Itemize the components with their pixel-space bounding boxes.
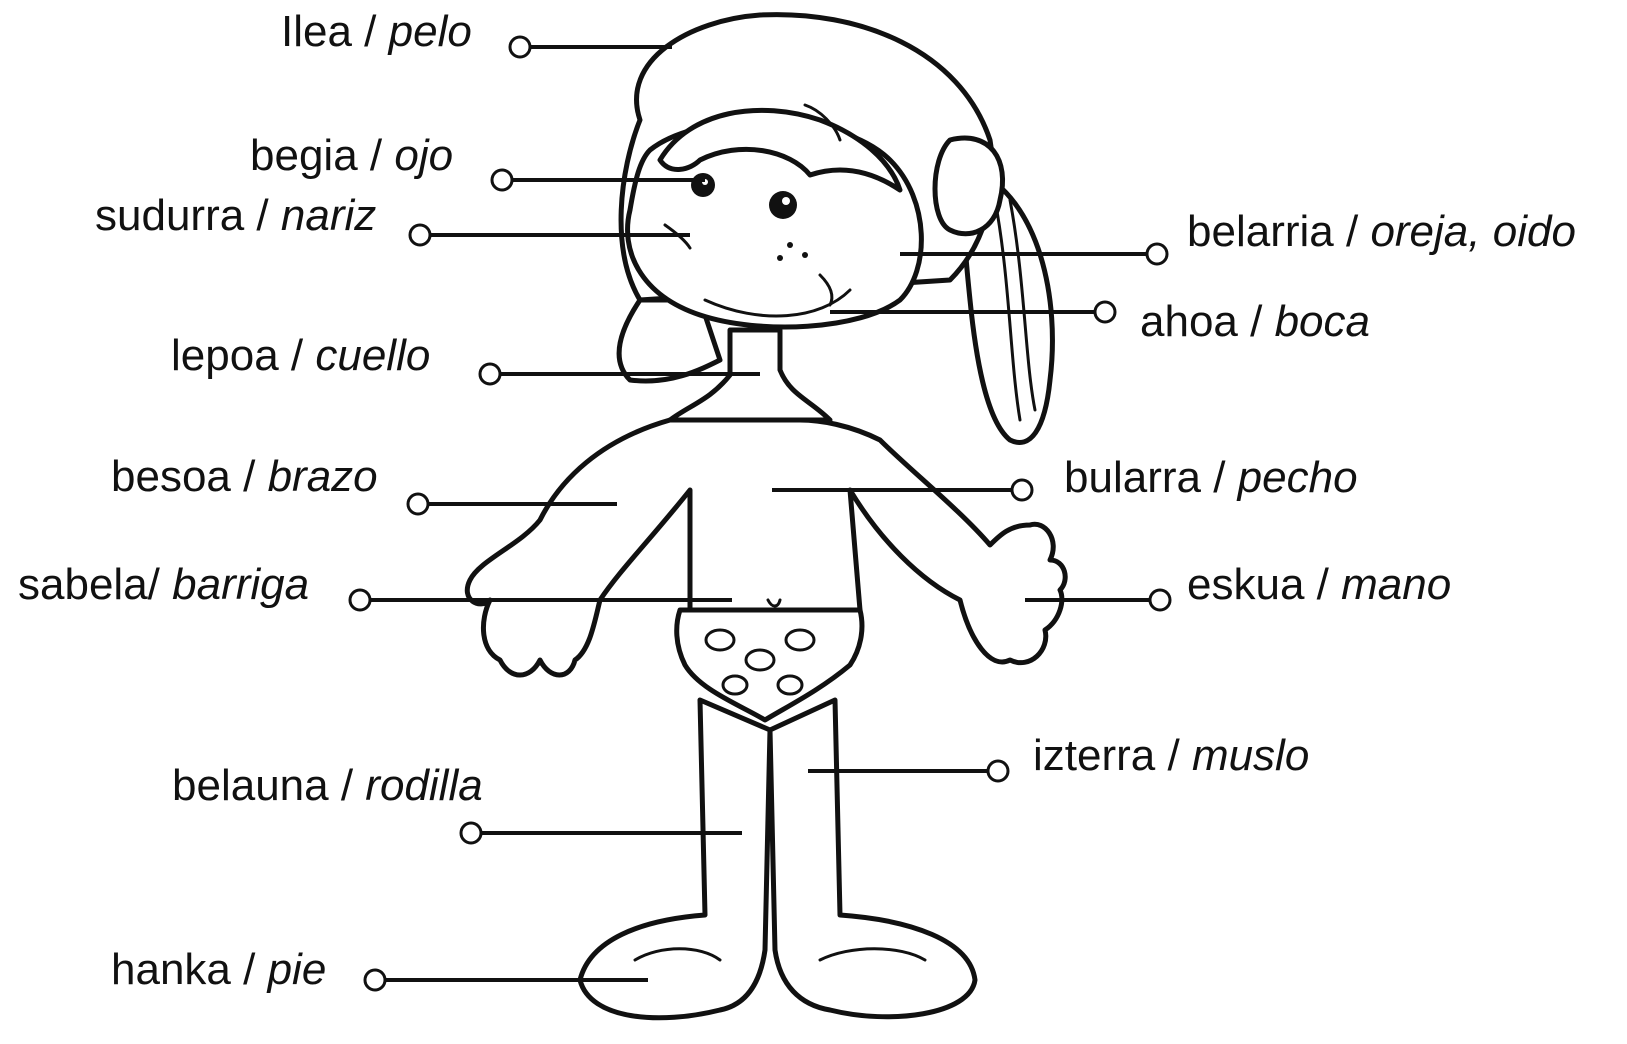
label-belarria-es: oreja, oido — [1370, 207, 1576, 256]
label-separator: / — [230, 945, 268, 994]
label-besoa: besoa / brazo — [111, 455, 378, 499]
label-ahoa-es: boca — [1274, 297, 1370, 346]
label-separator: / — [351, 7, 389, 56]
label-sabela-es: barriga — [172, 560, 310, 609]
label-eskua-eu: eskua — [1187, 560, 1305, 609]
label-sudurra: sudurra / nariz — [95, 194, 376, 238]
label-belauna: belauna / rodilla — [172, 764, 483, 808]
label-sabela-eu: sabela/ — [18, 560, 160, 609]
label-eskua: eskua / mano — [1187, 563, 1451, 607]
label-separator: / — [1155, 731, 1192, 780]
label-separator — [160, 560, 172, 609]
label-begia: begia / ojo — [250, 134, 453, 178]
label-ahoa-eu: ahoa — [1140, 297, 1238, 346]
label-bularra-es: pecho — [1237, 453, 1358, 502]
label-belarria: belarria / oreja, oido — [1187, 210, 1576, 254]
label-begia-eu: begia — [250, 131, 358, 180]
label-ilea-es: pelo — [388, 7, 472, 56]
label-lepoa-eu: lepoa — [171, 331, 279, 380]
label-hanka-es: pie — [267, 945, 327, 994]
label-separator: / — [328, 761, 366, 810]
leader-lines — [348, 35, 1172, 992]
label-ahoa: ahoa / boca — [1140, 300, 1370, 344]
label-izterra: izterra / muslo — [1033, 734, 1309, 778]
label-separator: / — [1200, 453, 1238, 502]
label-besoa-eu: besoa — [111, 452, 231, 501]
label-separator: / — [230, 452, 268, 501]
label-belauna-eu: belauna — [172, 761, 329, 810]
label-ilea-eu: Ilea — [281, 7, 352, 56]
label-hanka: hanka / pie — [111, 948, 326, 992]
label-sudurra-es: nariz — [280, 191, 377, 240]
label-eskua-es: mano — [1341, 560, 1452, 609]
label-lepoa: lepoa / cuello — [171, 334, 430, 378]
label-separator: / — [244, 191, 281, 240]
label-belauna-es: rodilla — [365, 761, 483, 810]
label-sabela: sabela/ barriga — [18, 563, 309, 607]
label-bularra: bularra / pecho — [1064, 456, 1358, 500]
label-separator: / — [1304, 560, 1342, 609]
label-izterra-eu: izterra — [1033, 731, 1156, 780]
label-bularra-eu: bularra — [1064, 453, 1201, 502]
label-separator: / — [357, 131, 395, 180]
label-belarria-eu: belarria — [1187, 207, 1334, 256]
label-hanka-eu: hanka — [111, 945, 231, 994]
label-besoa-es: brazo — [267, 452, 378, 501]
label-ilea: Ilea / pelo — [281, 10, 472, 54]
label-separator: / — [1333, 207, 1371, 256]
label-separator: / — [278, 331, 316, 380]
label-izterra-es: muslo — [1191, 731, 1310, 780]
label-sudurra-eu: sudurra — [95, 191, 245, 240]
label-begia-es: ojo — [394, 131, 454, 180]
girl-illustration — [465, 12, 1068, 1021]
label-separator: / — [1237, 297, 1275, 346]
label-lepoa-es: cuello — [315, 331, 431, 380]
